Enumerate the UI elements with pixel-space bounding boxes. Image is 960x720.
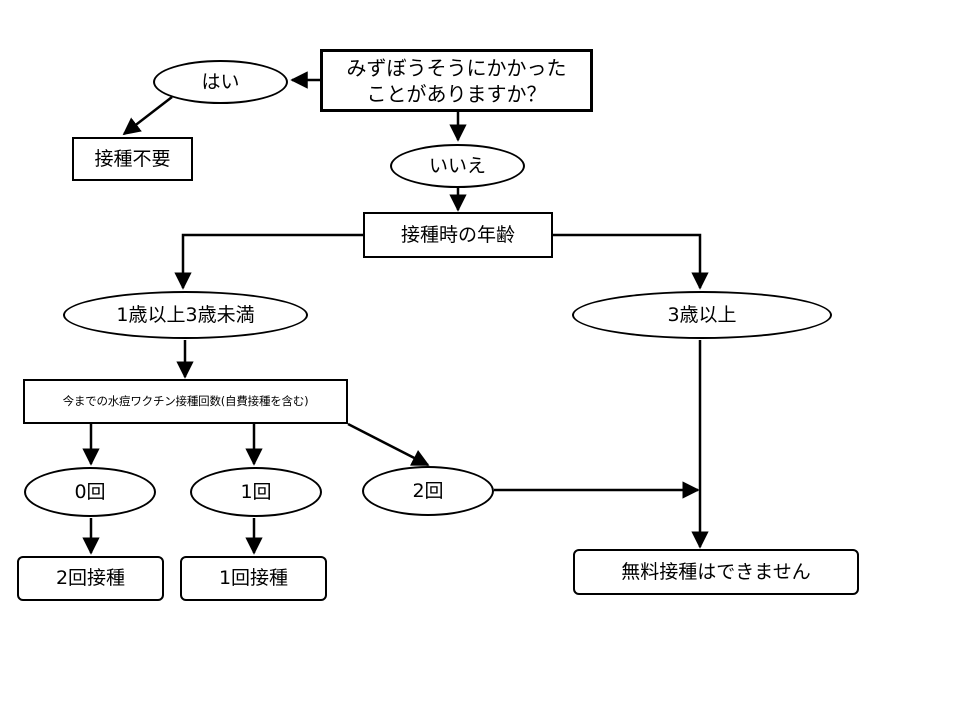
arrow-yes-to-not-needed: [122, 96, 173, 136]
result-one-dose-box: 1回接種: [180, 556, 327, 601]
no-oval: いいえ: [390, 144, 525, 188]
dose-0-label: 0回: [74, 480, 106, 503]
age-3-plus-oval: 3歳以上: [572, 291, 832, 339]
question-line-2: ことがありますか？: [366, 81, 547, 106]
dose-2-label: 2回: [412, 479, 444, 502]
yes-oval: はい: [153, 60, 288, 104]
result-not-free-box: 無料接種はできません: [573, 549, 859, 595]
result-not-free-label: 無料接種はできません: [621, 560, 811, 583]
result-two-doses-box: 2回接種: [17, 556, 164, 601]
age-3-plus-label: 3歳以上: [667, 303, 737, 326]
age-at-vaccination-label: 接種時の年齢: [400, 223, 515, 246]
dose-0-oval: 0回: [24, 467, 156, 517]
arrow-age-to-under-3: [174, 233, 363, 290]
question-line-1: みずぼうそうにかかった: [346, 55, 567, 80]
age-under-3-label: 1歳以上3歳未満: [116, 303, 255, 326]
arrow-age-to-3-plus: [553, 233, 709, 290]
age-at-vaccination-box: 接種時の年齢: [363, 212, 553, 258]
result-two-doses-label: 2回接種: [55, 567, 126, 590]
previous-doses-label: 今までの水痘ワクチン接種回数(自費接種を含む): [62, 394, 309, 409]
question-box: みずぼうそうにかかった ことがありますか？: [320, 49, 593, 112]
no-vaccination-needed-label: 接種不要: [94, 147, 171, 170]
no-label: いいえ: [428, 154, 486, 177]
no-vaccination-needed-box: 接種不要: [72, 137, 193, 181]
dose-1-oval: 1回: [190, 467, 322, 517]
result-one-dose-label: 1回接種: [218, 567, 289, 590]
dose-1-label: 1回: [240, 480, 272, 503]
arrow-doses-to-2: [347, 422, 430, 467]
yes-label: はい: [201, 70, 240, 93]
age-under-3-oval: 1歳以上3歳未満: [63, 291, 308, 339]
dose-2-oval: 2回: [362, 466, 494, 516]
previous-doses-box: 今までの水痘ワクチン接種回数(自費接種を含む): [23, 379, 348, 424]
